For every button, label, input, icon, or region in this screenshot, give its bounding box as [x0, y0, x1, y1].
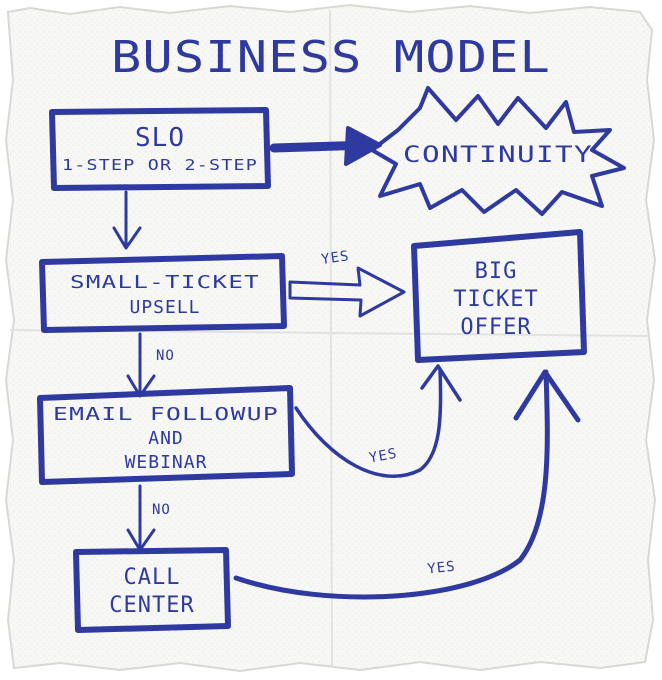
slo-subtitle: 1-STEP OR 2-STEP [62, 156, 258, 174]
email-line2: AND [148, 428, 184, 449]
continuity-node: CONTINUITY [370, 86, 626, 216]
napkin-crease-vertical [329, 9, 333, 669]
slo-node: SLO 1-STEP OR 2-STEP [49, 107, 271, 191]
upsell-node: SMALL-TICKET UPSELL [39, 253, 287, 333]
arrowhead-email-to-big [420, 364, 462, 402]
upsell-line2: UPSELL [129, 297, 200, 318]
big-ticket-node: BIG TICKET OFFER [411, 229, 587, 363]
call-center-node: CALL CENTER [73, 547, 231, 633]
edge-label-email-to-call: NO [152, 502, 171, 518]
email-line3: WEBINAR [125, 452, 208, 473]
edge-label-upsell-to-big: YES [320, 248, 350, 268]
arrow-email-to-big [294, 368, 443, 478]
arrow-call-to-big [233, 369, 550, 600]
upsell-box [39, 253, 287, 333]
call-center-line1: CALL [124, 565, 181, 590]
big-ticket-line1: BIG [475, 259, 518, 284]
big-ticket-line2: TICKET [453, 287, 538, 312]
email-box [37, 385, 295, 485]
email-line1: EMAIL FOLLOWUP [53, 404, 279, 425]
slo-box [49, 107, 271, 191]
continuity-starburst [370, 86, 626, 216]
arrowhead-slo-to-continuity [344, 126, 382, 166]
continuity-label: CONTINUITY [403, 143, 593, 168]
edge-label-email-to-big: YES [368, 446, 399, 467]
slo-title: SLO [135, 123, 185, 153]
arrow-upsell-to-big [288, 266, 406, 318]
edge-label-upsell-to-email: NO [156, 348, 175, 364]
call-center-line2: CENTER [109, 593, 194, 618]
edge-label-call-to-big: YES [427, 559, 457, 578]
upsell-line1: SMALL-TICKET [70, 272, 260, 293]
arrowhead-call-to-big [513, 369, 581, 423]
diagram-title: BUSINESS MODEL [111, 32, 551, 83]
email-node: EMAIL FOLLOWUP AND WEBINAR [37, 385, 295, 485]
call-center-box [73, 547, 231, 633]
big-ticket-box [411, 229, 587, 363]
arrowhead-slo-to-upsell [112, 226, 142, 250]
big-ticket-line3: OFFER [460, 315, 531, 340]
